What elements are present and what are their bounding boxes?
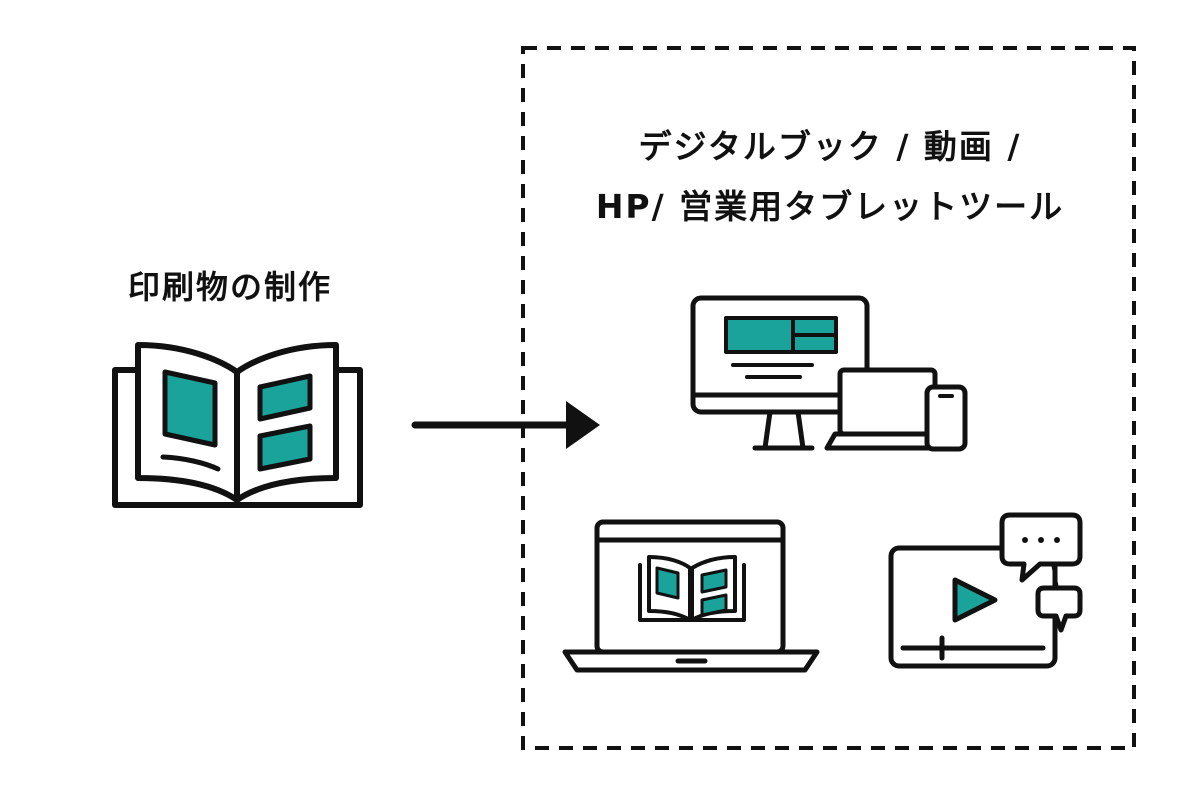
- print-production-label: 印刷物の制作: [128, 268, 333, 306]
- digital-media-label-line1: デジタルブック / 動画 /: [638, 127, 1022, 166]
- video-player-chat-icon: [888, 512, 1083, 669]
- digital-media-label-line2: HP/ 営業用タブレットツール: [595, 187, 1065, 226]
- digital-group-frame: [521, 46, 1136, 750]
- laptop-digital-book-icon: [562, 519, 820, 673]
- arrow-right-icon: [411, 401, 600, 449]
- open-book-icon: [112, 342, 363, 508]
- multi-device-icon: [690, 295, 968, 452]
